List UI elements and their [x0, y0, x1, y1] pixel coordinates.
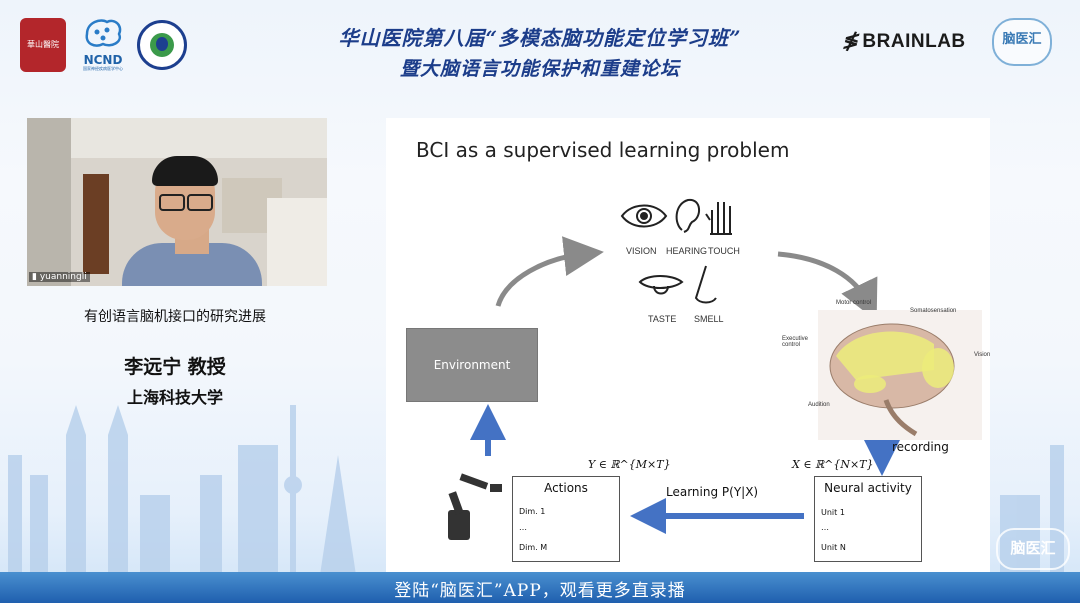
sense-label-hearing: HEARING	[666, 246, 708, 256]
naoyihui-logo: 脑医汇	[992, 18, 1052, 66]
actions-panel: Actions Dim. 1 … Dim. M	[512, 476, 620, 562]
neural-activity-title: Neural activity	[824, 481, 912, 495]
sense-label-touch: TOUCH	[708, 246, 740, 256]
ncnd-text: NCND	[83, 53, 123, 67]
brainlab-text: BRAINLAB	[862, 31, 966, 52]
senses-to-brain-arrow	[777, 251, 878, 322]
naoyihui-watermark: 脑医汇	[996, 528, 1070, 570]
actions-title: Actions	[544, 481, 588, 495]
huashan-logo-text: 華山醫院	[27, 40, 59, 49]
brainlab-mark-icon: ≸	[842, 31, 859, 52]
ncnd-logo: NCND 国家神经疾病医学中心	[78, 16, 128, 72]
hand-icon	[705, 202, 732, 235]
ear-icon	[675, 198, 700, 233]
sense-label-vision: VISION	[626, 246, 657, 256]
slide-title: BCI as a supervised learning problem	[416, 138, 790, 162]
society-seal-logo	[137, 20, 187, 70]
actions-row-dimM: Dim. M	[519, 543, 548, 552]
speaker-name: 李远宁 教授	[124, 356, 226, 378]
brain-network-icon	[85, 19, 122, 47]
robot-arm-icon	[448, 473, 502, 540]
neural-row-unit1: Unit 1	[821, 508, 845, 517]
presentation-slide: BCI as a supervised learning problem	[386, 118, 990, 572]
talk-title: 有创语言脑机接口的研究进展	[84, 309, 266, 325]
speaker-video: ▮ yuanningli	[27, 118, 327, 286]
footer-promo-text: 登陆“脑医汇”APP，观看更多直录播	[394, 581, 686, 601]
video-username-tag: ▮ yuanningli	[29, 272, 90, 282]
neural-space-math: X ∈ ℝ^{N×T}	[792, 458, 874, 471]
environment-label: Environment	[433, 358, 511, 372]
brainlab-logo: ≸BRAINLAB	[842, 30, 966, 53]
env-to-senses-arrow	[495, 236, 604, 307]
speaker-affiliation: 上海科技大学	[126, 388, 223, 407]
brain-label-vision: Vision	[974, 352, 991, 358]
ncnd-subtext: 国家神经疾病医学中心	[83, 66, 123, 71]
neural-row-unitN: Unit N	[821, 543, 846, 552]
eye-icon	[620, 204, 668, 228]
action-space-math: Y ∈ ℝ^{M×T}	[588, 458, 671, 471]
sense-label-taste: TASTE	[648, 314, 677, 324]
event-title-line2: 暨大脑语言功能保护和重建论坛	[399, 58, 680, 80]
actions-row-dim1: Dim. 1	[519, 507, 546, 516]
sense-label-smell: SMELL	[694, 314, 724, 324]
environment-box: Environment	[406, 328, 538, 402]
brain-illustration	[818, 310, 982, 440]
huashan-hospital-logo: 華山醫院	[20, 18, 66, 72]
brain-label-somato: Somatosensation	[910, 308, 957, 314]
neural-row-ellipsis: …	[821, 523, 829, 532]
recording-label: recording	[892, 440, 949, 454]
brain-label-motor: Motor control	[836, 300, 872, 306]
bci-diagram	[448, 198, 982, 551]
nose-icon	[694, 265, 717, 304]
brain-label-audition: Audition	[808, 402, 830, 408]
brain-label-executive: Executive control	[782, 336, 809, 348]
video-username: yuanningli	[39, 272, 87, 282]
actions-row-ellipsis: …	[519, 523, 527, 532]
learning-label: Learning P(Y|X)	[666, 485, 758, 499]
neural-activity-panel: Neural activity Unit 1 … Unit N	[814, 476, 922, 562]
footer-bar	[0, 572, 1080, 603]
signal-bars-icon: ▮	[32, 272, 37, 282]
tongue-icon	[638, 275, 684, 295]
learning-text: Learning P(Y|X)	[666, 485, 759, 499]
event-title-line1: 华山医院第八届“多模态脑功能定位学习班”	[338, 26, 742, 50]
